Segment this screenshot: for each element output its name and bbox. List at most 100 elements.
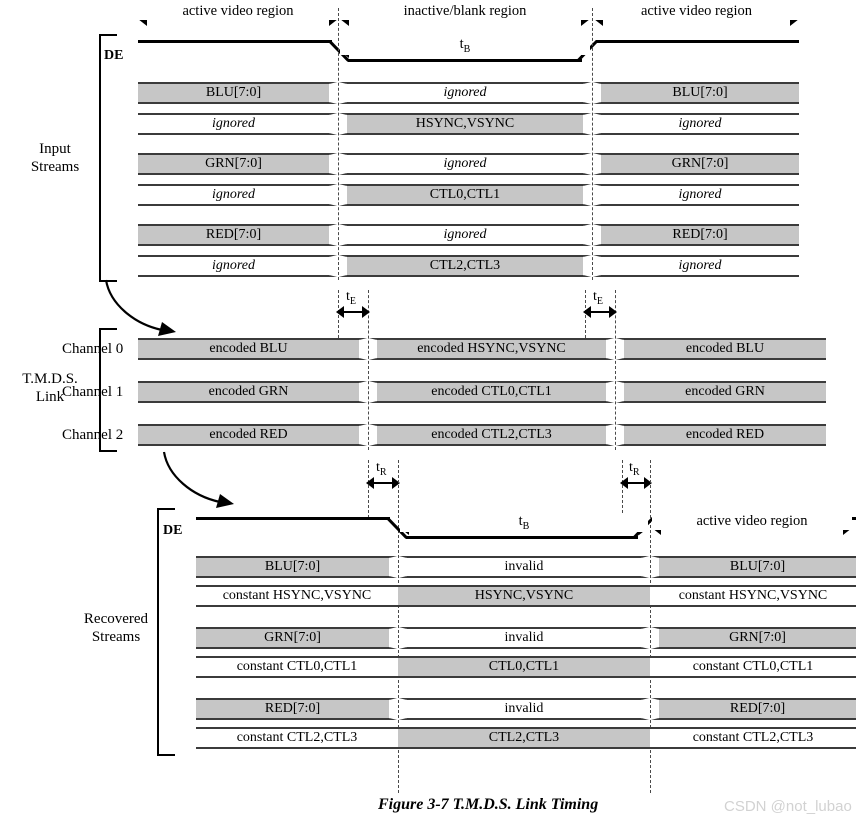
recovered-bar-blu-left: BLU[7:0] <box>196 556 389 578</box>
section-label-line1: T.M.D.S. <box>22 371 78 387</box>
bar-transition-cap-left <box>650 627 659 649</box>
region-label-active-left: active video region <box>138 3 338 20</box>
bar-label: BLU[7:0] <box>264 559 321 574</box>
tmds-bar-channel-0-middle: encoded HSYNC,VSYNC <box>377 338 606 360</box>
dashed-line-input-start <box>338 8 339 280</box>
recovered-bar-ctl2-ctl3-left: constant CTL2,CTL3 <box>196 727 398 749</box>
te-label-left: tE <box>346 289 356 307</box>
input-bar-grn-left: GRN[7:0] <box>138 153 329 175</box>
input-bar-blu-right: BLU[7:0] <box>601 82 799 104</box>
bar-label: RED[7:0] <box>205 227 262 242</box>
bar-label: HSYNC,VSYNC <box>474 588 574 603</box>
recovered-bar-hsync-vsync-left: constant HSYNC,VSYNC <box>196 585 398 607</box>
tmds-bar-channel-0-left: encoded BLU <box>138 338 359 360</box>
bar-label: invalid <box>504 701 544 716</box>
tmds-bar-channel-2-right: encoded RED <box>624 424 826 446</box>
tr-span-left <box>366 477 400 489</box>
bar-label: BLU[7:0] <box>672 85 728 100</box>
bracket-tmds-link <box>99 328 117 452</box>
input-bar-ctl2-ctl3-left: ignored <box>138 255 329 277</box>
recovered-bar-ctl0-ctl1-left: constant CTL0,CTL1 <box>196 656 398 678</box>
section-label-recovered-streams: Recovered Streams <box>62 610 170 646</box>
figure-caption: Figure 3-7 T.M.D.S. Link Timing <box>378 796 599 813</box>
section-label-input-streams: Input Streams <box>12 140 98 176</box>
bar-label: GRN[7:0] <box>729 630 786 645</box>
recovered-bar-red-middle: invalid <box>407 698 641 720</box>
recovered-bar-blu-middle: invalid <box>407 556 641 578</box>
channel-label-2: Channel 2 <box>62 427 124 443</box>
bracket-recovered-streams <box>157 508 175 756</box>
recovered-bar-ctl0-ctl1-right: constant CTL0,CTL1 <box>650 656 856 678</box>
bar-transition-cap-left <box>398 627 407 649</box>
bar-label: encoded RED <box>685 427 765 442</box>
dashed-line-recovered-tr-left <box>368 460 369 518</box>
section-label-line2: Streams <box>30 159 80 175</box>
bar-label: encoded BLU <box>209 341 288 356</box>
tb-span-recovered: tB <box>400 513 648 535</box>
recovered-bar-ctl2-ctl3-right: constant CTL2,CTL3 <box>650 727 856 749</box>
bar-label: encoded RED <box>209 427 288 442</box>
bar-label: encoded GRN <box>208 384 289 399</box>
bar-label: BLU[7:0] <box>205 85 262 100</box>
input-bar-blu-middle: ignored <box>347 82 583 104</box>
input-bar-ctl2-ctl3-middle: CTL2,CTL3 <box>347 255 583 277</box>
dashed-line-tmds-end <box>615 290 616 450</box>
recovered-bar-ctl2-ctl3-middle: CTL2,CTL3 <box>398 727 650 749</box>
input-bar-red-left: RED[7:0] <box>138 224 329 246</box>
tmds-bar-channel-0-right: encoded BLU <box>624 338 826 360</box>
bar-label: encoded GRN <box>685 384 765 399</box>
arrow-right-icon <box>644 477 652 489</box>
bar-transition-cap-right <box>641 627 650 649</box>
section-label-line1: Recovered <box>83 611 149 627</box>
tmds-bar-channel-1-left: encoded GRN <box>138 381 359 403</box>
recovered-bar-grn-right: GRN[7:0] <box>659 627 856 649</box>
bar-label: BLU[7:0] <box>729 559 786 574</box>
bar-label: CTL2,CTL3 <box>429 258 501 273</box>
bar-label: RED[7:0] <box>729 701 786 716</box>
bar-label: RED[7:0] <box>264 701 321 716</box>
region-label-active-right: active video region <box>594 3 799 20</box>
tb-span-input: tB <box>340 36 590 58</box>
input-bar-hsync-vsync-middle: HSYNC,VSYNC <box>347 113 583 135</box>
region-span-recovered-active-right: active video region <box>652 513 852 535</box>
section-label-line2: Streams <box>91 629 141 645</box>
bar-label: GRN[7:0] <box>264 630 321 645</box>
region-span-blank: inactive/blank region <box>340 3 590 26</box>
bar-label: GRN[7:0] <box>205 156 262 171</box>
arrow-left-icon <box>336 306 344 318</box>
section-label-tmds-link: T.M.D.S. Link <box>2 370 98 406</box>
tb-label-input: tB <box>340 36 590 55</box>
bar-transition-cap-left <box>650 698 659 720</box>
bar-transition-cap-left <box>398 698 407 720</box>
bar-label: invalid <box>504 559 544 574</box>
bar-transition-cap-right <box>641 698 650 720</box>
recovered-bar-grn-middle: invalid <box>407 627 641 649</box>
bar-label: invalid <box>504 630 544 645</box>
recovered-bar-hsync-vsync-right: constant HSYNC,VSYNC <box>650 585 856 607</box>
bar-label: ignored <box>211 116 256 131</box>
bar-label: ignored <box>211 187 256 202</box>
bar-label: constant CTL0,CTL1 <box>236 659 358 674</box>
input-bar-ctl2-ctl3-right: ignored <box>601 255 799 277</box>
bar-label: constant CTL2,CTL3 <box>692 730 814 745</box>
section-label-line1: Input <box>39 141 71 157</box>
input-bar-grn-middle: ignored <box>347 153 583 175</box>
region-span-active-right: active video region <box>594 3 799 26</box>
te-label-right: tE <box>593 289 603 307</box>
te-span-left <box>336 306 370 318</box>
bar-label: constant HSYNC,VSYNC <box>678 588 828 603</box>
bar-transition-cap-right <box>389 698 398 720</box>
recovered-bar-red-right: RED[7:0] <box>659 698 856 720</box>
bar-label: CTL0,CTL1 <box>488 659 560 674</box>
input-bar-ctl0-ctl1-left: ignored <box>138 184 329 206</box>
bar-label: constant CTL0,CTL1 <box>692 659 814 674</box>
tr-span-right <box>620 477 652 489</box>
arrow-right-icon <box>609 306 617 318</box>
bar-label: encoded CTL0,CTL1 <box>431 384 552 399</box>
bar-transition-cap-right <box>389 556 398 578</box>
region-span-active-left: active video region <box>138 3 338 26</box>
bar-label: CTL2,CTL3 <box>488 730 560 745</box>
